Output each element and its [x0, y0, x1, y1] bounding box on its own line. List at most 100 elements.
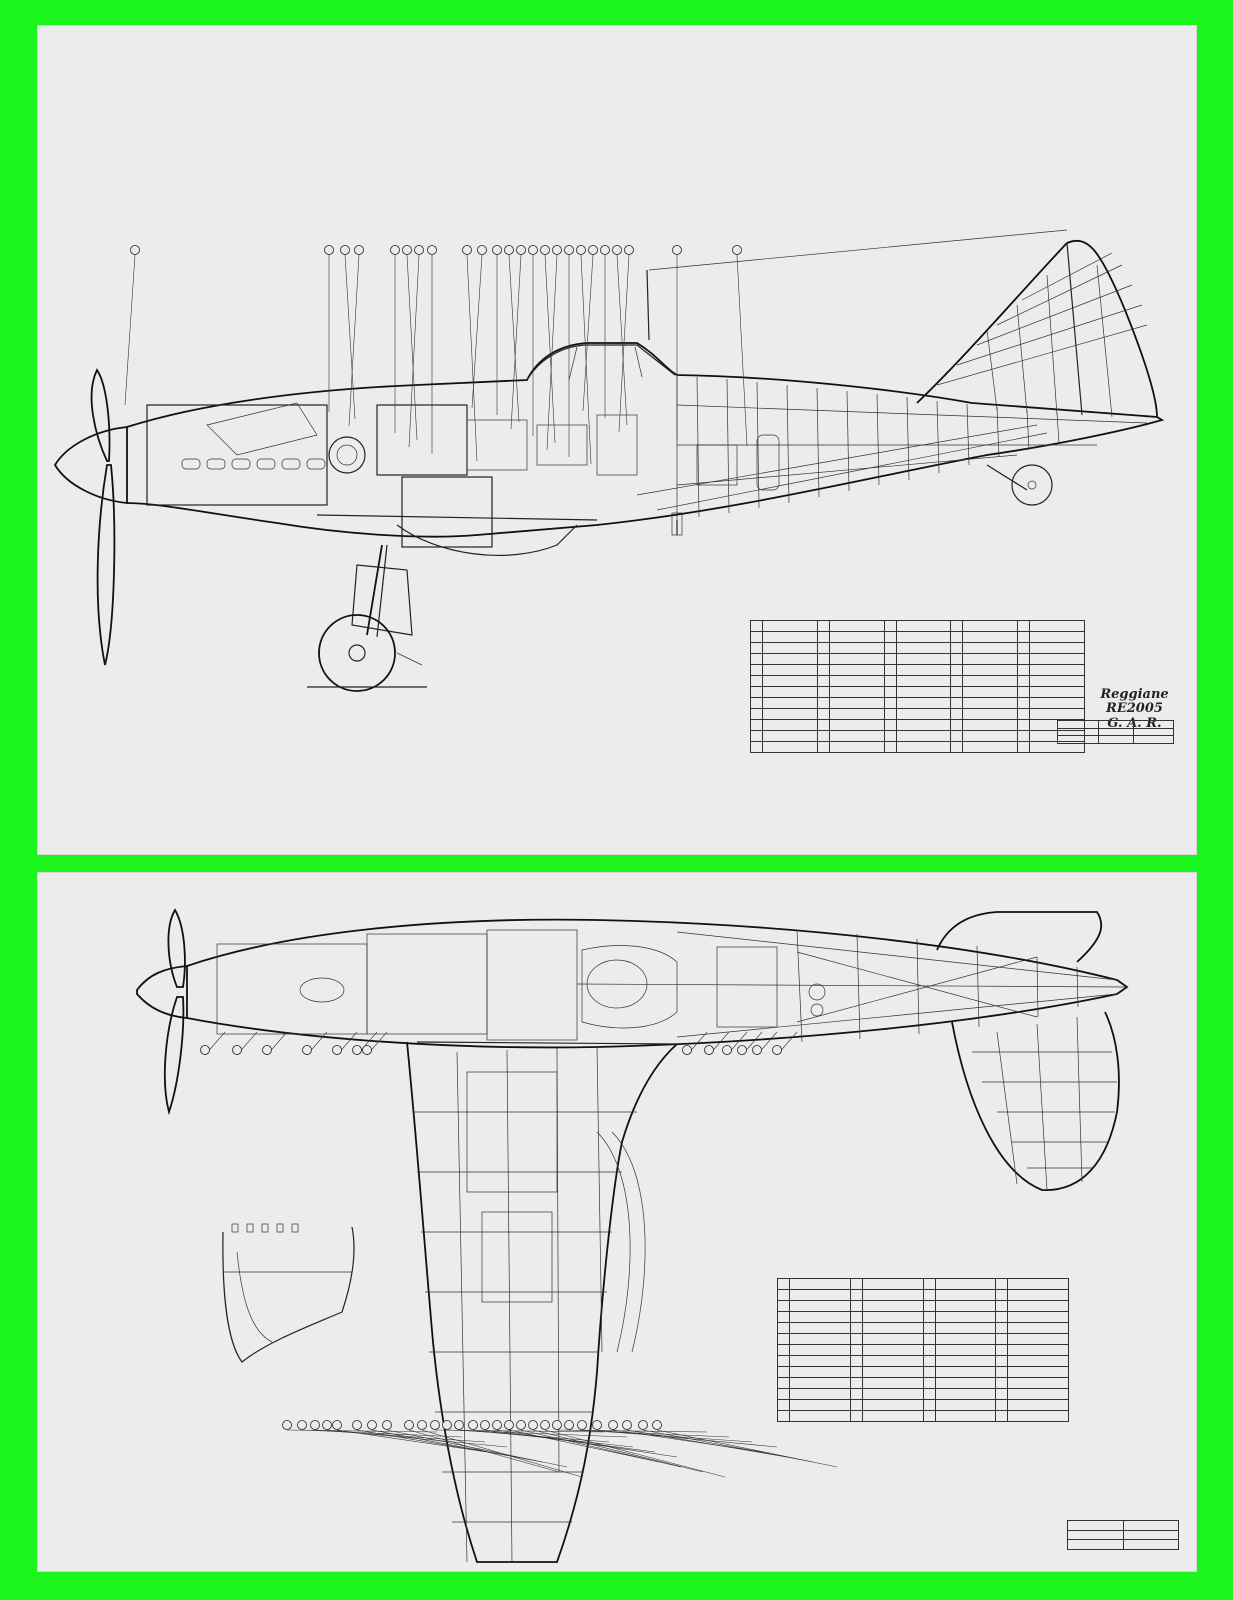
legend-number-cell	[777, 1388, 790, 1400]
legend-part-cell	[828, 653, 885, 665]
legend-number-cell	[950, 697, 964, 709]
legend-part-cell	[861, 1377, 924, 1389]
legend-number-cell	[816, 697, 830, 709]
legend-part-cell	[789, 1410, 851, 1422]
legend-part-cell	[762, 730, 818, 742]
legend-part-cell	[828, 697, 885, 709]
legend-number-cell	[1017, 686, 1031, 698]
legend-number-cell	[777, 1410, 790, 1422]
legend-part-cell	[789, 1278, 851, 1290]
legend-number-cell	[922, 1311, 936, 1323]
horizontal-stabilizer-top	[936, 911, 1103, 963]
callout-marker	[390, 245, 400, 255]
callout-marker	[468, 1420, 478, 1430]
legend-row	[777, 1344, 1069, 1356]
legend-number-cell	[922, 1289, 936, 1301]
engine-block	[146, 404, 328, 506]
legend-part-cell	[828, 620, 885, 632]
callout-marker	[332, 1420, 342, 1430]
legend-number-cell	[995, 1388, 1009, 1400]
callout-leader	[336, 1429, 488, 1453]
legend-number-cell	[950, 631, 964, 643]
legend-part-cell	[861, 1366, 924, 1378]
callout-leader	[618, 254, 630, 433]
drawing-title: Reggiane RE2005	[1100, 687, 1169, 717]
drawing-title-block: Reggiane RE2005 G. A. R.	[1072, 687, 1197, 731]
legend-number-cell	[883, 620, 897, 632]
legend-part-cell	[895, 730, 952, 742]
legend-row	[750, 642, 1085, 654]
legend-part-cell	[1007, 1410, 1069, 1422]
callout-leader	[408, 1429, 560, 1473]
callout-marker	[552, 1420, 562, 1430]
legend-part-cell	[962, 697, 1019, 709]
legend-part-cell	[789, 1355, 851, 1367]
legend-number-cell	[995, 1289, 1009, 1301]
legend-row	[777, 1366, 1069, 1378]
callout-leader	[544, 1429, 726, 1478]
callout-leader	[544, 254, 556, 444]
legend-number-cell	[750, 631, 763, 643]
legend-part-cell	[895, 741, 952, 753]
callout-marker	[382, 1420, 392, 1430]
legend-number-cell	[883, 741, 897, 753]
legend-number-cell	[950, 620, 964, 632]
legend-number-cell	[883, 697, 897, 709]
legend-number-cell	[950, 730, 964, 742]
legend-part-cell	[828, 719, 885, 731]
legend-part-cell	[1029, 642, 1085, 654]
legend-number-cell	[883, 664, 897, 676]
legend-part-cell	[762, 642, 818, 654]
legend-part-cell	[962, 719, 1019, 731]
legend-part-cell	[789, 1289, 851, 1301]
exhaust-stacks	[181, 458, 326, 470]
legend-number-cell	[922, 1399, 936, 1411]
callout-marker	[340, 245, 350, 255]
legend-part-cell	[861, 1311, 924, 1323]
legend-part-cell	[828, 730, 885, 742]
callout-marker	[622, 1420, 632, 1430]
legend-number-cell	[816, 730, 830, 742]
callout-marker	[528, 1420, 538, 1430]
cowling-panel-detail	[222, 1226, 355, 1363]
legend-part-cell	[1029, 631, 1085, 643]
callout-marker	[302, 1045, 312, 1055]
legend-number-cell	[1017, 631, 1031, 643]
legend-part-cell	[861, 1388, 924, 1400]
callout-marker	[504, 245, 514, 255]
legend-number-cell	[1017, 741, 1031, 753]
legend-number-cell	[883, 686, 897, 698]
legend-number-cell	[950, 741, 964, 753]
callout-marker	[324, 245, 334, 255]
callout-marker	[752, 1045, 762, 1055]
callout-marker	[417, 1420, 427, 1430]
legend-number-cell	[883, 653, 897, 665]
legend-number-cell	[995, 1300, 1009, 1312]
callout-marker	[722, 1045, 732, 1055]
callout-leader	[348, 254, 360, 427]
callout-marker	[612, 245, 622, 255]
callout-leader	[581, 1429, 753, 1443]
legend-number-cell	[950, 664, 964, 676]
propeller-blade-bottom	[163, 996, 185, 1116]
legend-part-cell	[934, 1311, 997, 1323]
legend-part-cell	[895, 653, 952, 665]
legend-number-cell	[849, 1322, 863, 1334]
callout-marker	[492, 1420, 502, 1430]
legend-part-cell	[1007, 1366, 1069, 1378]
legend-part-cell	[962, 642, 1019, 654]
legend-part-cell	[895, 708, 952, 720]
legend-part-cell	[1029, 620, 1085, 632]
legend-part-cell	[934, 1388, 997, 1400]
callout-leader	[510, 254, 522, 430]
legend-part-cell	[934, 1399, 997, 1411]
legend-row	[750, 664, 1085, 676]
legend-number-cell	[1017, 642, 1031, 654]
legend-part-cell	[861, 1344, 924, 1356]
legend-number-cell	[816, 675, 830, 687]
legend-number-cell	[849, 1300, 863, 1312]
legend-part-cell	[1007, 1311, 1069, 1323]
legend-part-cell	[895, 664, 952, 676]
legend-number-cell	[922, 1388, 936, 1400]
legend-number-cell	[1017, 664, 1031, 676]
